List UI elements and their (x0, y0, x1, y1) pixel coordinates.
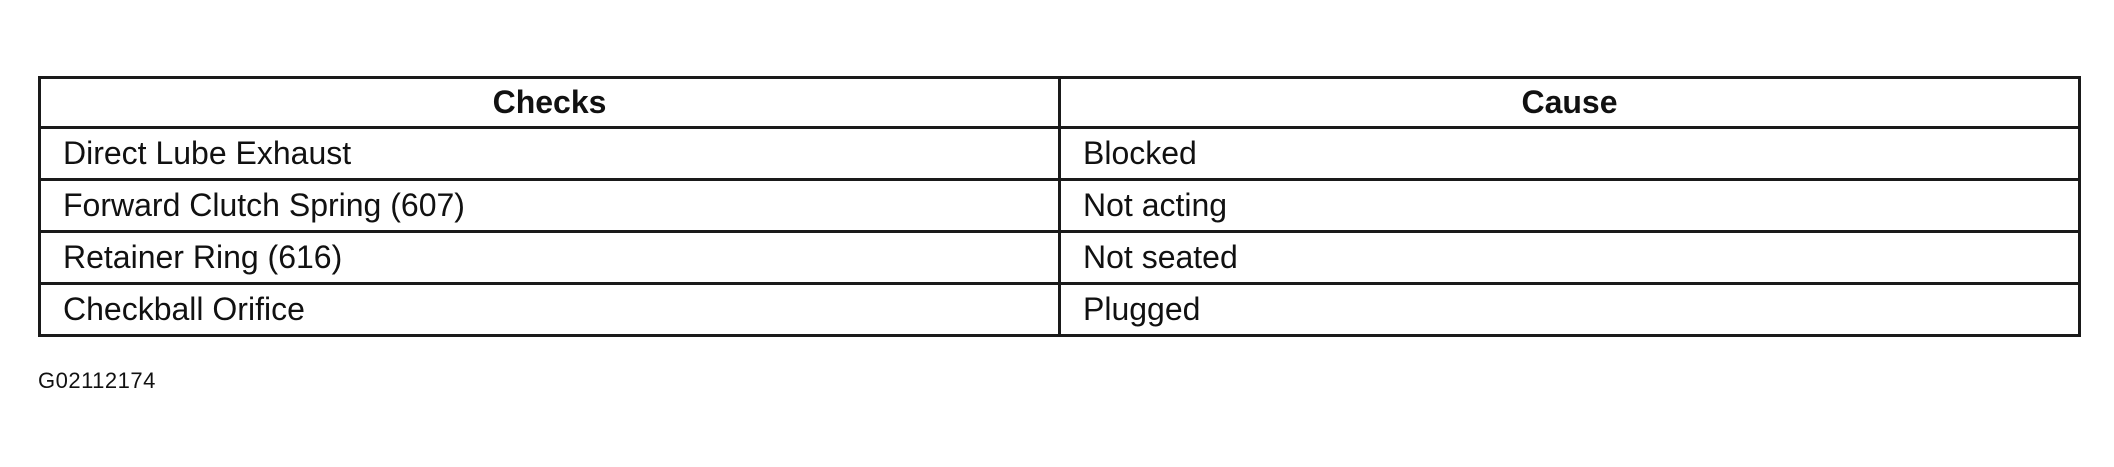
header-checks: Checks (38, 76, 1061, 129)
cause-cell: Plugged (1058, 282, 2081, 337)
diagnostic-table: Checks Cause Direct Lube Exhaust Blocked… (38, 76, 2081, 337)
figure-id: G02112174 (38, 368, 156, 393)
check-cell: Checkball Orifice (38, 282, 1061, 337)
cause-cell: Blocked (1058, 126, 2081, 181)
diagnostic-table-container: Checks Cause Direct Lube Exhaust Blocked… (38, 76, 2081, 337)
check-cell: Direct Lube Exhaust (38, 126, 1061, 181)
table-row: Forward Clutch Spring (607) Not acting (38, 178, 2081, 233)
check-cell: Retainer Ring (616) (38, 230, 1061, 285)
table-row: Checkball Orifice Plugged (38, 282, 2081, 337)
check-cell: Forward Clutch Spring (607) (38, 178, 1061, 233)
table-row: Retainer Ring (616) Not seated (38, 230, 2081, 285)
cause-cell: Not seated (1058, 230, 2081, 285)
header-cause: Cause (1058, 76, 2081, 129)
cause-cell: Not acting (1058, 178, 2081, 233)
table-row: Direct Lube Exhaust Blocked (38, 126, 2081, 181)
table-header-row: Checks Cause (38, 76, 2081, 129)
